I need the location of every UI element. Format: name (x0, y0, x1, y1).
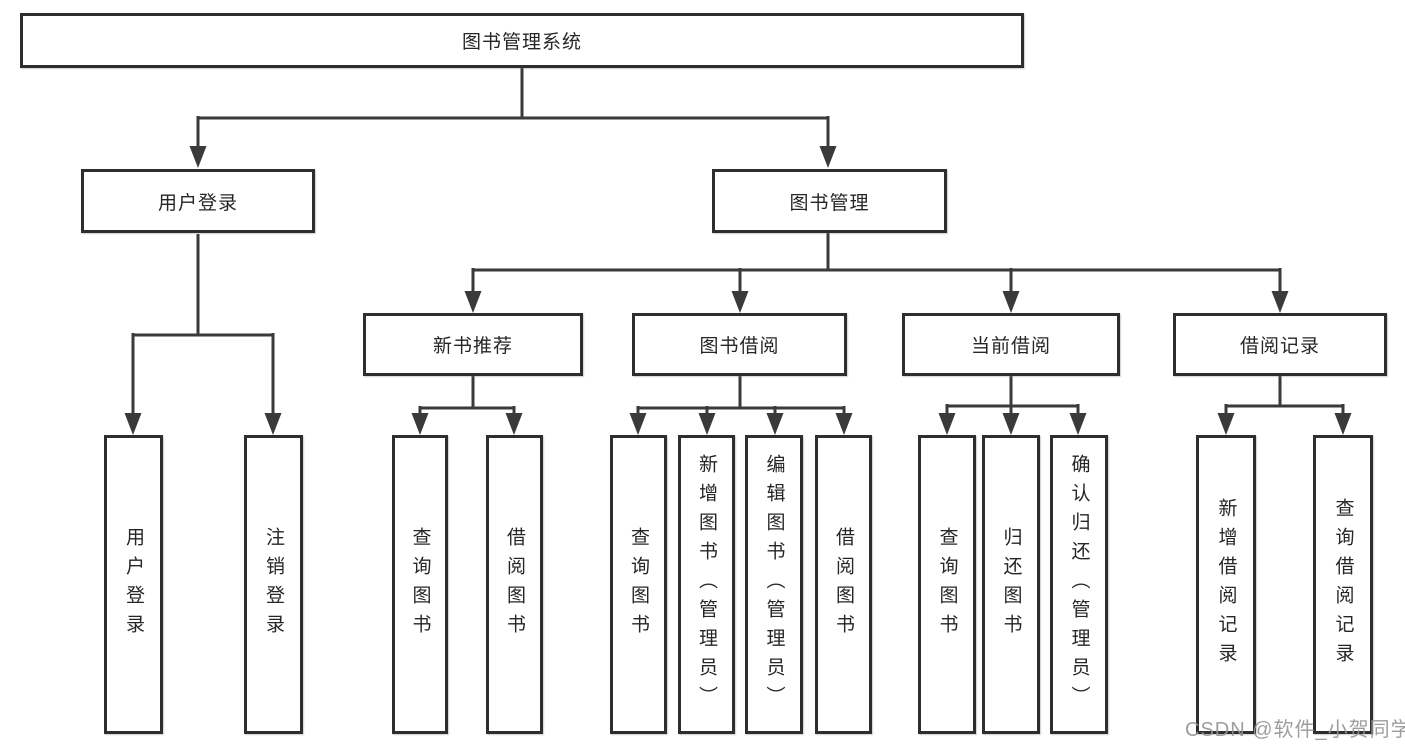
node-label: 借阅图书 (833, 526, 854, 643)
node-label: 新增借阅记录 (1215, 497, 1237, 672)
node-label: 当前借阅 (970, 336, 1051, 357)
leaf-query-books: 查询图书 (392, 435, 448, 734)
leaf-borrow-books: 借阅图书 (486, 435, 543, 734)
node-new-book-recommendation: 新书推荐 (363, 313, 583, 376)
leaf-add-books-admin: 新增图书（管理员） (678, 435, 735, 734)
node-label: 图书借阅 (699, 336, 780, 357)
leaf-return-books: 归还图书 (982, 435, 1040, 734)
node-label: 借阅图书 (504, 526, 525, 643)
leaf-query-books: 查询图书 (918, 435, 976, 734)
node-book-management: 图书管理 (712, 169, 947, 233)
node-label: 图书管理系统 (461, 32, 582, 53)
leaf-logout: 注销登录 (244, 435, 303, 734)
node-label: 新增图书（管理员） (696, 454, 717, 715)
node-label: 用户登录 (157, 192, 238, 214)
leaf-edit-books-admin: 编辑图书（管理员） (745, 435, 803, 734)
leaf-borrow-books: 借阅图书 (815, 435, 872, 734)
node-label: 注销登录 (263, 526, 284, 643)
node-label: 归还图书 (1000, 526, 1022, 643)
leaf-add-borrow-record: 新增借阅记录 (1196, 435, 1256, 734)
node-label: 图书管理 (789, 192, 870, 214)
node-label: 确认归还（管理员） (1068, 454, 1090, 715)
node-current-borrowing: 当前借阅 (902, 313, 1120, 376)
node-book-borrowing: 图书借阅 (632, 313, 847, 376)
node-label: 用户登录 (123, 526, 144, 643)
node-borrowing-records: 借阅记录 (1173, 313, 1387, 376)
leaf-query-borrow-record: 查询借阅记录 (1313, 435, 1373, 734)
node-label: 新书推荐 (432, 336, 513, 357)
leaf-confirm-return-admin: 确认归还（管理员） (1050, 435, 1108, 734)
leaf-query-books: 查询图书 (610, 435, 667, 734)
node-label: 查询图书 (936, 526, 958, 643)
csdn-watermark: CSDN @软件_小贺同学 (1185, 719, 1405, 741)
node-library-management-system: 图书管理系统 (20, 13, 1024, 68)
node-label: 查询借阅记录 (1332, 497, 1354, 672)
node-label: 编辑图书（管理员） (763, 454, 785, 715)
node-user-login: 用户登录 (81, 169, 315, 233)
node-label: 查询图书 (409, 526, 431, 643)
node-label: 查询图书 (628, 526, 649, 643)
node-label: 借阅记录 (1239, 336, 1320, 357)
leaf-user-login: 用户登录 (104, 435, 163, 734)
